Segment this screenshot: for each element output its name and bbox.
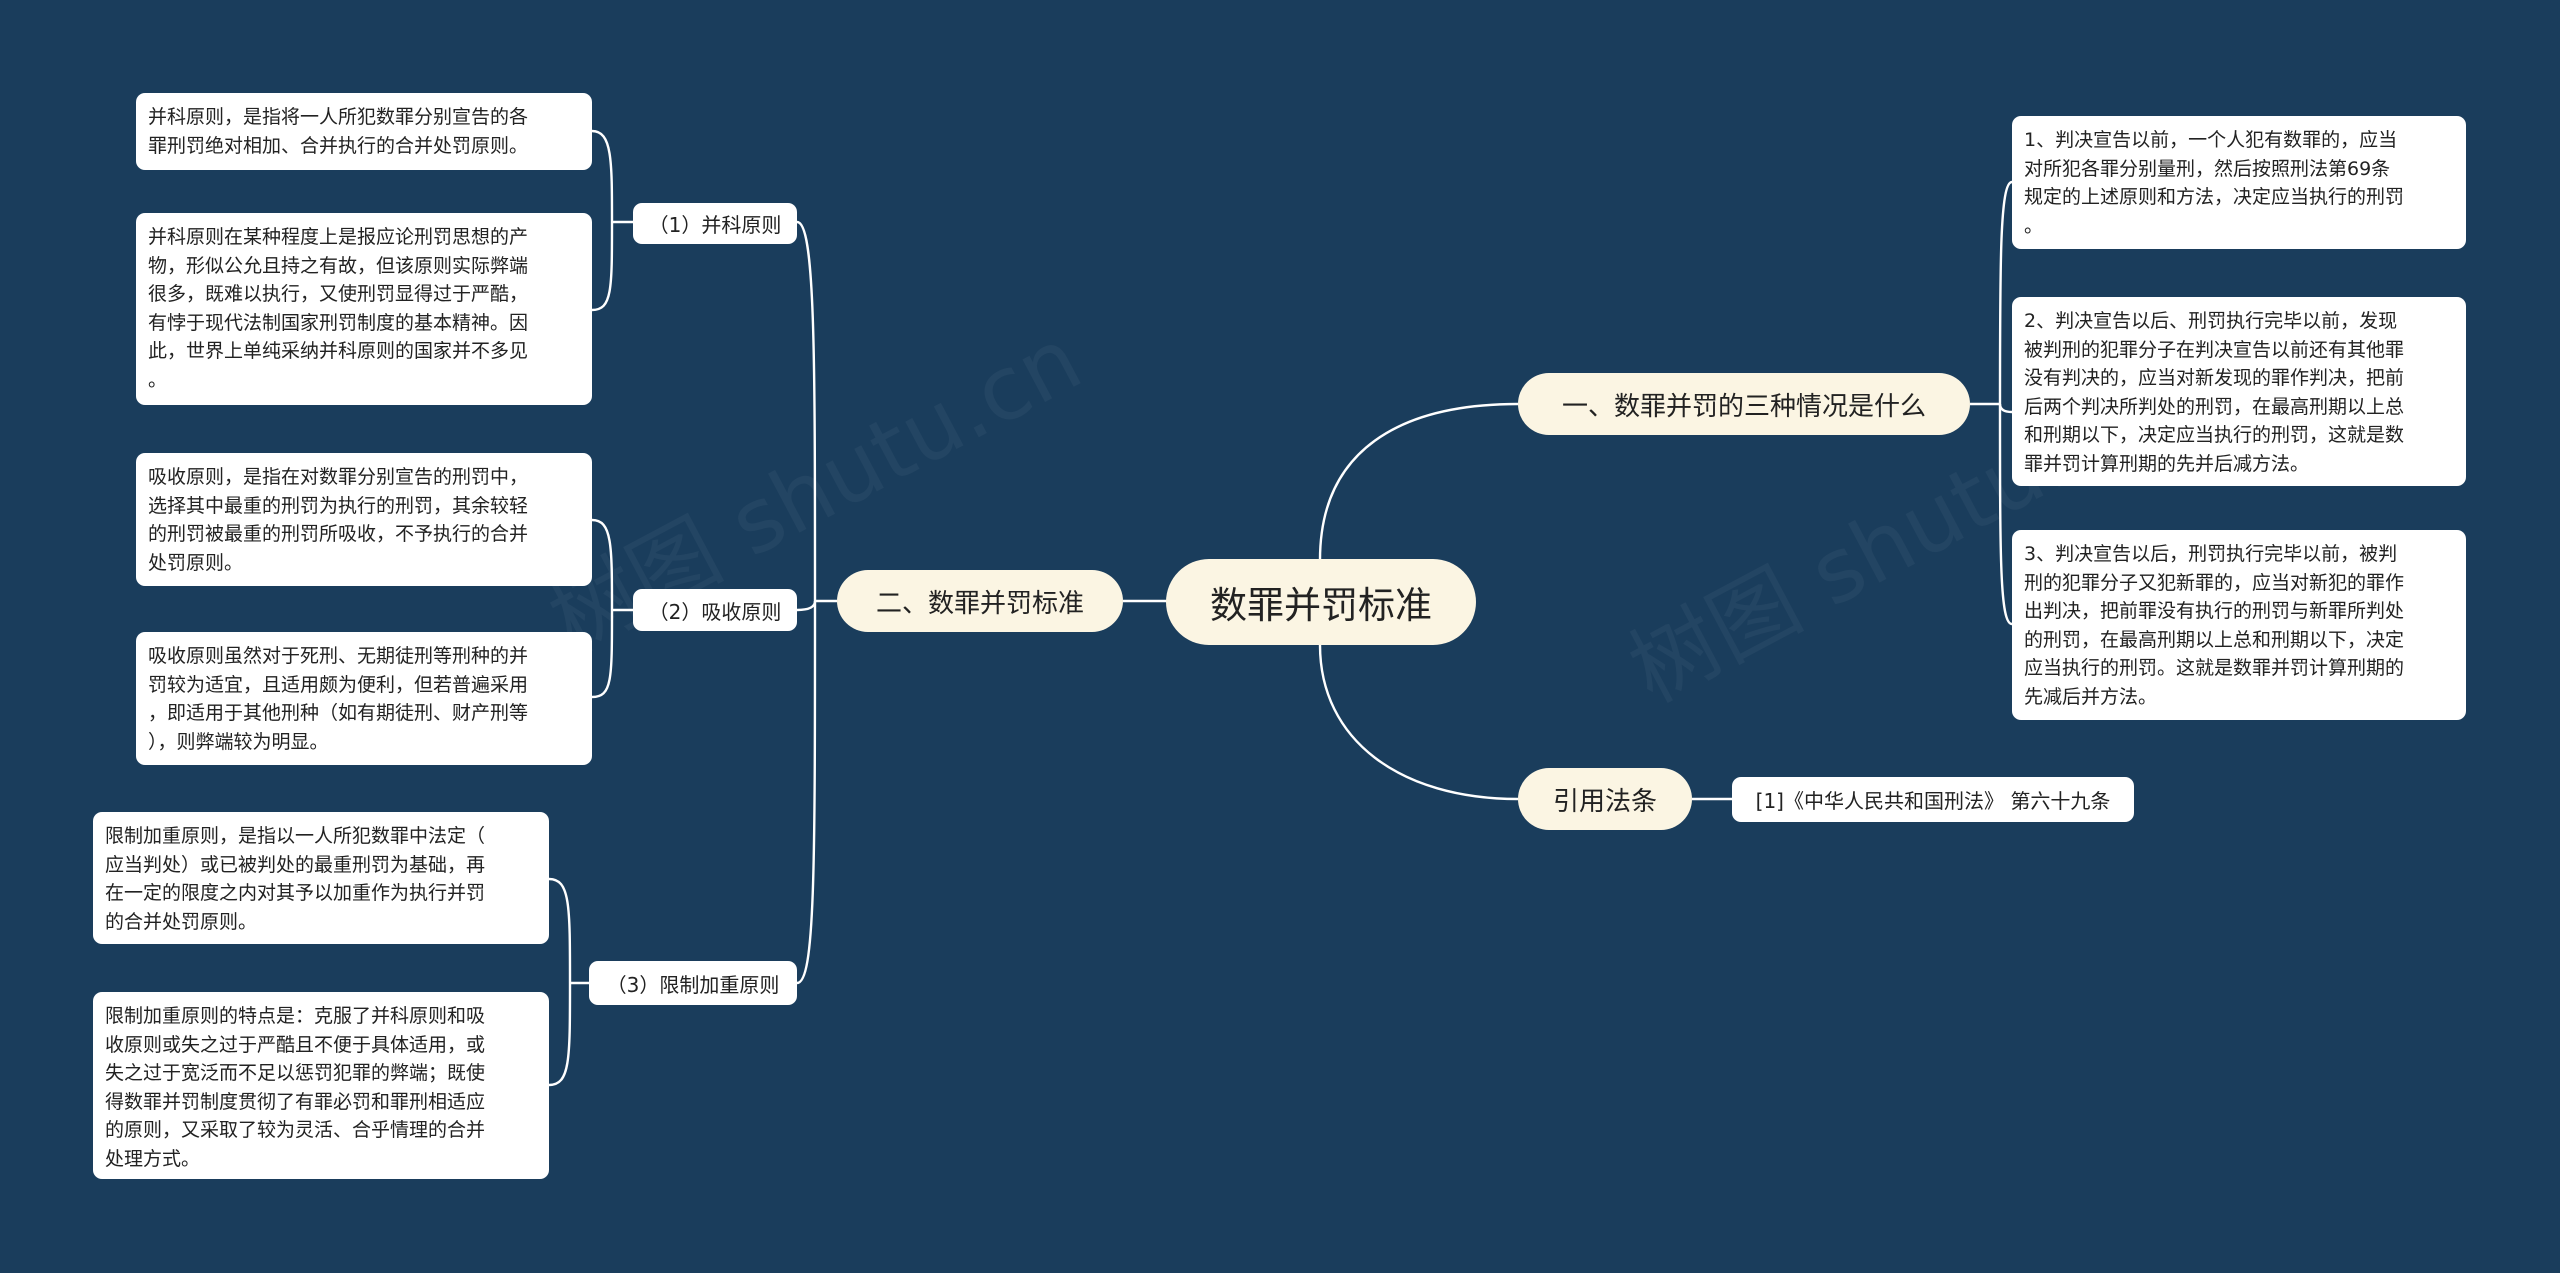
branch-standards-label: 二、数罪并罚标准: [875, 588, 1084, 619]
connector-group-1-item-1: [591, 129, 614, 223]
group-2-item-1: 吸收原则，是指在对数罪分别宣告的刑罚中， 选择其中最重的刑罚为执行的刑罚，其余较…: [136, 453, 592, 586]
citation-item-1: [1]《中华人民共和国刑法》 第六十九条: [1732, 777, 2134, 822]
group-1-item-1: 并科原则，是指将一人所犯数罪分别宣告的各 罪刑罚绝对相加、合并执行的合并处罚原则…: [136, 93, 592, 170]
situation-item-3: 3、判决宣告以后，刑罚执行完毕以前，被判 刑的犯罪分子又犯新罪的，应当对新犯的罪…: [2012, 530, 2466, 720]
connector-standards-group-1: [796, 220, 817, 602]
group-1-item-2: 并科原则在某种程度上是报应论刑罚思想的产 物，形似公允且持之有故，但该原则实际弊…: [136, 213, 592, 405]
connector-group-3-item-1: [548, 877, 572, 984]
branch-citation-label: 引用法条: [1552, 786, 1657, 817]
citation-item-text: [1]《中华人民共和国刑法》 第六十九条: [1755, 789, 2111, 813]
connector-root-citation: [1318, 644, 1519, 801]
connector-situations-item-3: [1998, 403, 2013, 626]
connector-group-3-item-2: [548, 982, 572, 1087]
connector-group-2-item-2: [591, 609, 614, 699]
branch-situations[interactable]: 一、数罪并罚的三种情况是什么: [1518, 373, 1970, 435]
connector-group-1-item-2: [591, 221, 614, 312]
group-3-item-1: 限制加重原则，是指以一人所犯数罪中法定（ 应当判处）或已被判处的最重刑罚为基础，…: [93, 812, 549, 944]
group-concurrent-principle[interactable]: （1）并科原则: [633, 203, 797, 244]
group-2-label: （2）吸收原则: [648, 599, 782, 624]
group-2-item-2: 吸收原则虽然对于死刑、无期徒刑等刑种的并 罚较为适宜，且适用颇为便利，但若普遍采…: [136, 632, 592, 765]
connector-standards-group-2: [796, 600, 817, 612]
group-3-label: （3）限制加重原则: [606, 972, 780, 997]
root-label: 数罪并罚标准: [1210, 584, 1432, 627]
group-1-label: （1）并科原则: [648, 213, 782, 237]
connector-group-2-item-1: [591, 518, 614, 611]
connector-standards-group-3: [796, 600, 817, 985]
connector-situations-item-1: [1998, 180, 2013, 405]
situation-item-1: 1、判决宣告以前，一个人犯有数罪的，应当 对所犯各罪分别量刑，然后按照刑法第69…: [2012, 116, 2466, 249]
branch-situations-label: 一、数罪并罚的三种情况是什么: [1561, 391, 1926, 422]
root-node[interactable]: 数罪并罚标准: [1166, 559, 1476, 645]
group-3-item-2: 限制加重原则的特点是：克服了并科原则和吸 收原则或失之过于严酷且不便于具体适用，…: [93, 992, 549, 1179]
group-limited-aggravation-principle[interactable]: （3）限制加重原则: [589, 961, 797, 1005]
branch-standards[interactable]: 二、数罪并罚标准: [837, 570, 1123, 632]
situation-item-2: 2、判决宣告以后、刑罚执行完毕以前，发现 被判刑的犯罪分子在判决宣告以前还有其他…: [2012, 297, 2466, 486]
branch-citation[interactable]: 引用法条: [1518, 768, 1692, 830]
connector-root-situations: [1318, 402, 1519, 561]
group-absorption-principle[interactable]: （2）吸收原则: [633, 589, 797, 631]
connector-situations-item-2: [1998, 403, 2013, 414]
